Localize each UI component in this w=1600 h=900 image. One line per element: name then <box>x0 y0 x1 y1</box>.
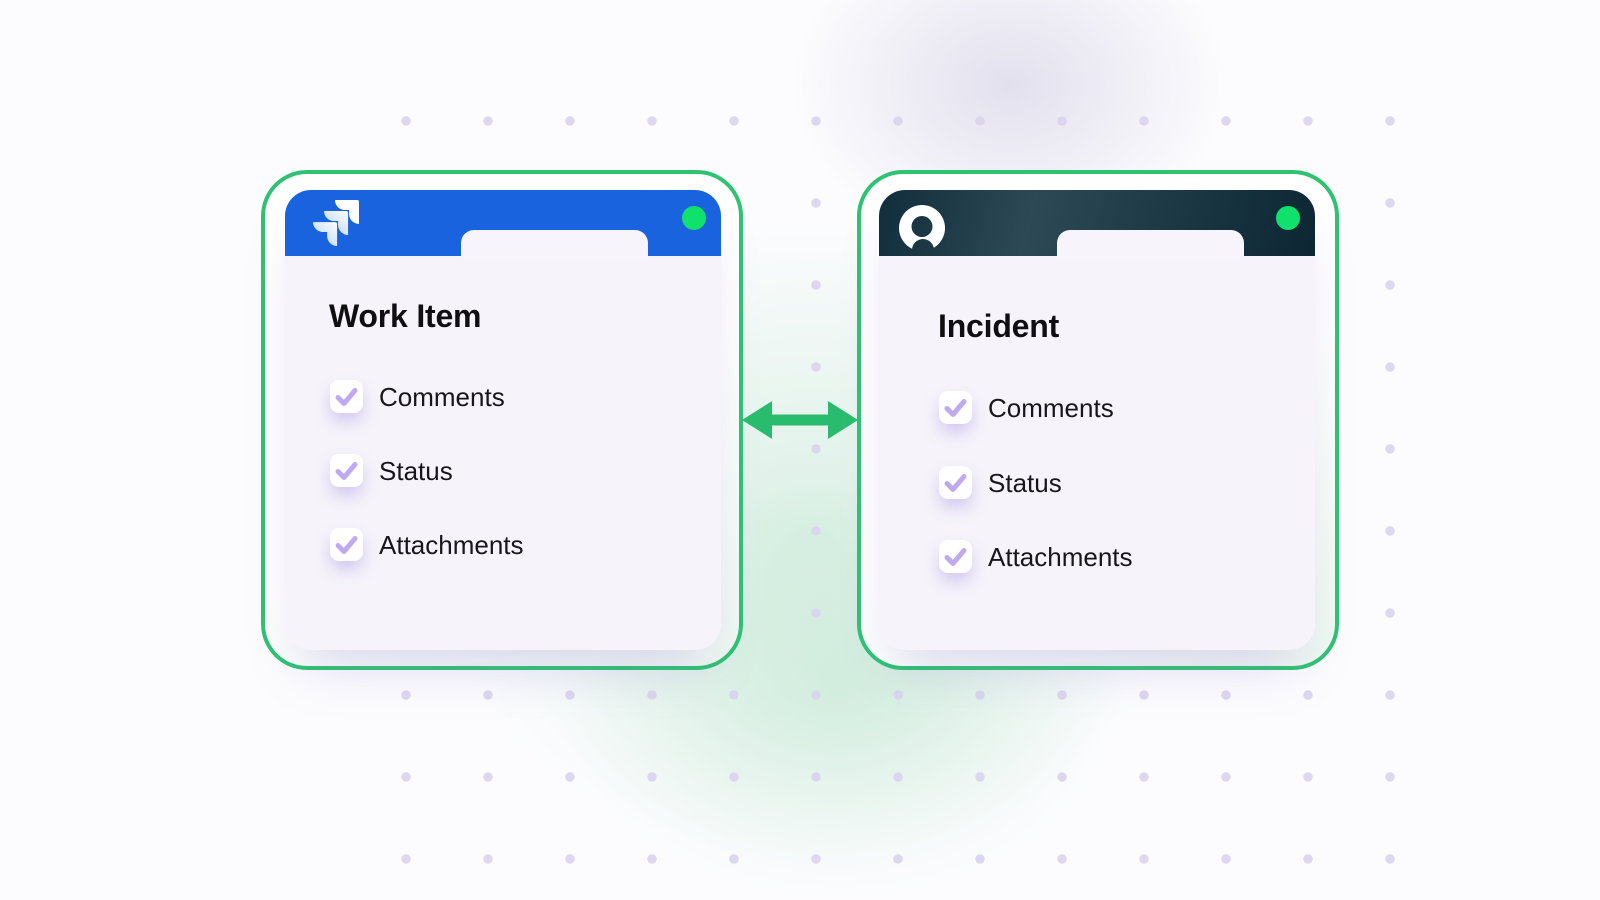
incident-window-header <box>879 190 1315 258</box>
status-dot <box>1276 206 1300 230</box>
checkbox-checked[interactable] <box>939 391 972 424</box>
checkbox-checked[interactable] <box>330 380 363 413</box>
incident-window: Incident Comments Status Attachments <box>879 190 1315 650</box>
checkbox-checked[interactable] <box>939 466 972 499</box>
field-label: Status <box>988 468 1062 498</box>
jira-window-header <box>285 190 721 258</box>
checkbox-checked[interactable] <box>330 454 363 487</box>
card-title: Work Item <box>329 298 482 334</box>
card-title: Incident <box>938 308 1060 344</box>
checkbox-checked[interactable] <box>939 540 972 573</box>
status-dot <box>682 206 706 230</box>
field-label: Attachments <box>988 542 1133 572</box>
incident-card: Incident Comments Status Attachments <box>857 170 1339 670</box>
field-label: Attachments <box>379 530 524 560</box>
double-arrow-icon <box>742 401 858 439</box>
browser-tab-notch <box>461 230 648 258</box>
jira-work-item-card: Work Item Comments Status Attachments <box>261 170 743 670</box>
browser-tab-notch <box>1057 230 1244 258</box>
field-label: Status <box>379 456 453 486</box>
jira-window: Work Item Comments Status Attachments <box>285 190 721 650</box>
field-label: Comments <box>379 382 505 412</box>
incident-logo-icon <box>897 203 947 253</box>
checkbox-checked[interactable] <box>330 528 363 561</box>
jira-logo-icon <box>313 200 360 246</box>
field-label: Comments <box>988 393 1114 423</box>
